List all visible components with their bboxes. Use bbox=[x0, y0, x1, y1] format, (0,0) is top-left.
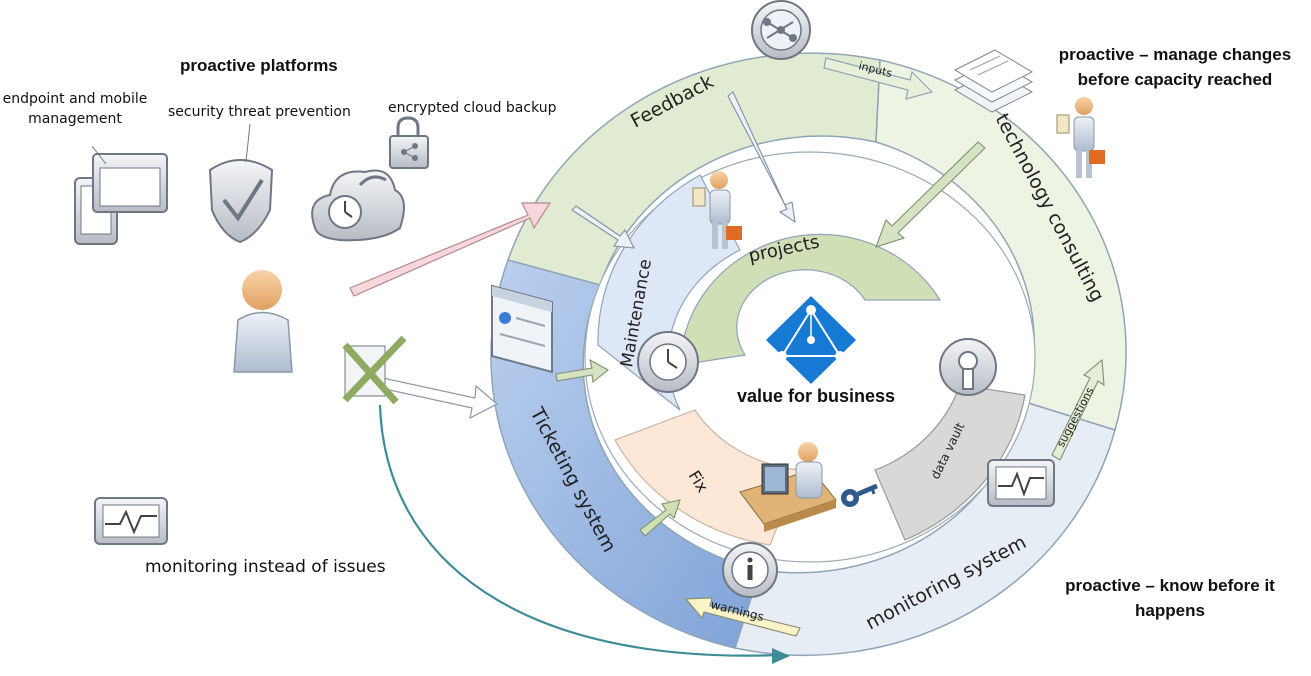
segment-projects bbox=[679, 233, 942, 366]
documents-icon bbox=[953, 49, 1034, 113]
segment-fix bbox=[614, 409, 801, 546]
clock-icon bbox=[637, 331, 699, 393]
info-icon bbox=[722, 542, 778, 598]
ring-technology-consulting bbox=[875, 59, 1127, 431]
know-title: proactive – know before it happens bbox=[1065, 576, 1275, 620]
arrow-feedback-to-maintenance bbox=[571, 205, 635, 249]
key-icon bbox=[841, 483, 878, 507]
endpoint-label: endpoint and mobile management bbox=[2, 91, 148, 127]
devices-icon bbox=[74, 145, 168, 245]
arrow-to-feedback bbox=[349, 202, 552, 297]
crossed-issue-icon bbox=[342, 335, 407, 405]
arrow-ticketing-to-fix bbox=[639, 499, 681, 537]
security-label: security threat prevention bbox=[168, 104, 351, 120]
monitoring-label: monitoring instead of issues bbox=[145, 557, 386, 577]
cloud-backup-icon bbox=[311, 169, 405, 242]
curve-monitoring-to-ticketing bbox=[378, 404, 781, 657]
azure-ad-icon bbox=[766, 296, 856, 384]
network-globe-icon bbox=[751, 0, 811, 60]
lock-icon bbox=[389, 116, 429, 169]
platforms-title: proactive platforms bbox=[180, 56, 338, 75]
shield-icon bbox=[208, 123, 274, 244]
consultant-inner-icon bbox=[692, 171, 742, 249]
curve-arrowhead bbox=[772, 648, 790, 664]
operator-icon bbox=[739, 442, 837, 532]
arrow-ticketing-to-maintenance bbox=[555, 358, 609, 384]
browser-icon bbox=[491, 284, 553, 374]
changes-title: proactive – manage changes before capaci… bbox=[1058, 45, 1292, 89]
arrow-suggestions bbox=[1051, 358, 1105, 461]
monitor-ring-icon bbox=[987, 459, 1055, 507]
value-label: value for business bbox=[737, 386, 895, 406]
arrow-inputs bbox=[823, 57, 934, 100]
segment-data-vault bbox=[874, 384, 1026, 541]
ring-ticketing-system bbox=[490, 259, 761, 649]
arrow-warnings bbox=[684, 597, 801, 637]
monitor-icon bbox=[94, 497, 168, 545]
arrow-consulting-to-projects bbox=[875, 141, 986, 248]
arrow-to-projects bbox=[727, 91, 796, 224]
user-icon bbox=[233, 270, 293, 373]
backup-label: encrypted cloud backup bbox=[388, 100, 557, 116]
keyhole-icon bbox=[939, 338, 997, 396]
consultant-icon bbox=[1056, 97, 1105, 178]
